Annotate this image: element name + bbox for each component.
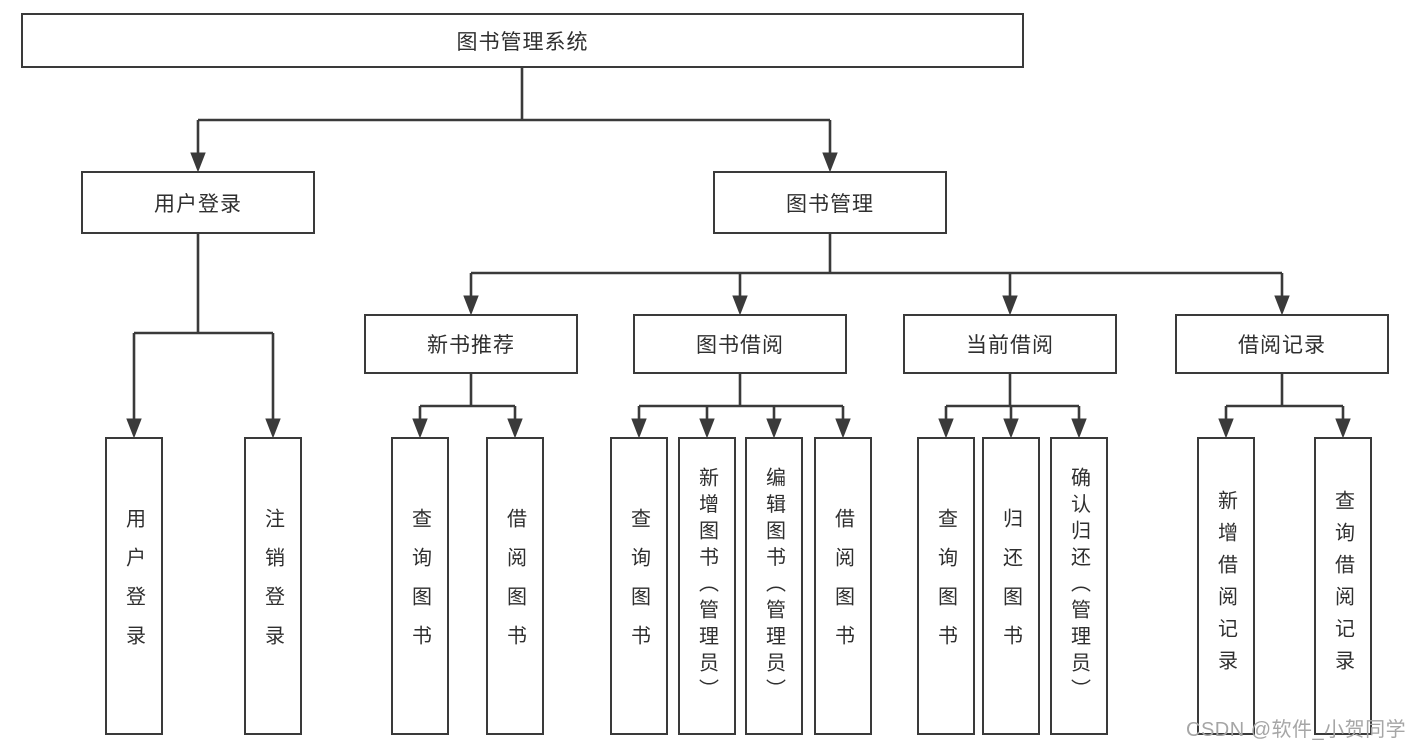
leaf-user-login: 用户登录 — [105, 437, 163, 735]
new-book-recommend-label: 新书推荐 — [427, 334, 515, 357]
leaf-record-query-borrow-record-label: 查询借阅记录 — [1331, 490, 1354, 682]
node-root-title: 图书管理系统 — [21, 13, 1024, 68]
node-new-book-recommend: 新书推荐 — [364, 314, 578, 374]
node-current-borrow: 当前借阅 — [903, 314, 1117, 374]
leaf-current-return-books-label: 归还图书 — [999, 508, 1022, 664]
leaf-borrow-borrow-books-label: 借阅图书 — [831, 508, 854, 664]
leaf-recommend-query-books: 查询图书 — [391, 437, 449, 735]
book-management-label: 图书管理 — [786, 192, 874, 216]
leaf-current-return-books: 归还图书 — [982, 437, 1040, 735]
leaf-borrow-add-books-admin-label: 新增图书（管理员） — [695, 467, 718, 705]
leaf-user-login-label: 用户登录 — [122, 508, 145, 664]
leaf-recommend-borrow-books: 借阅图书 — [486, 437, 544, 735]
book-borrow-label: 图书借阅 — [696, 334, 784, 357]
node-book-borrow: 图书借阅 — [633, 314, 847, 374]
leaf-logout: 注销登录 — [244, 437, 302, 735]
borrow-records-label: 借阅记录 — [1238, 334, 1326, 357]
leaf-borrow-borrow-books: 借阅图书 — [814, 437, 872, 735]
leaf-current-query-books-label: 查询图书 — [934, 508, 957, 664]
leaf-recommend-borrow-books-label: 借阅图书 — [503, 508, 526, 664]
leaf-current-query-books: 查询图书 — [917, 437, 975, 735]
leaf-current-confirm-return-admin-label: 确认归还（管理员） — [1067, 467, 1090, 705]
watermark: CSDN @软件_小贺同学 — [1186, 719, 1405, 741]
leaf-borrow-query-books: 查询图书 — [610, 437, 668, 735]
leaf-borrow-edit-books-admin: 编辑图书（管理员） — [745, 437, 803, 735]
leaf-borrow-edit-books-admin-label: 编辑图书（管理员） — [762, 467, 785, 705]
leaf-record-add-borrow-record: 新增借阅记录 — [1197, 437, 1255, 735]
leaf-current-confirm-return-admin: 确认归还（管理员） — [1050, 437, 1108, 735]
node-book-management: 图书管理 — [713, 171, 947, 234]
leaf-borrow-query-books-label: 查询图书 — [627, 508, 650, 664]
root-title-label: 图书管理系统 — [456, 30, 589, 54]
leaf-record-add-borrow-record-label: 新增借阅记录 — [1214, 490, 1237, 682]
leaf-recommend-query-books-label: 查询图书 — [408, 508, 431, 664]
user-login-branch-label: 用户登录 — [154, 192, 242, 216]
leaf-record-query-borrow-record: 查询借阅记录 — [1314, 437, 1372, 735]
node-borrow-records: 借阅记录 — [1175, 314, 1389, 374]
node-user-login-branch: 用户登录 — [81, 171, 315, 234]
leaf-borrow-add-books-admin: 新增图书（管理员） — [678, 437, 736, 735]
current-borrow-label: 当前借阅 — [966, 334, 1054, 357]
leaf-logout-label: 注销登录 — [261, 508, 284, 664]
